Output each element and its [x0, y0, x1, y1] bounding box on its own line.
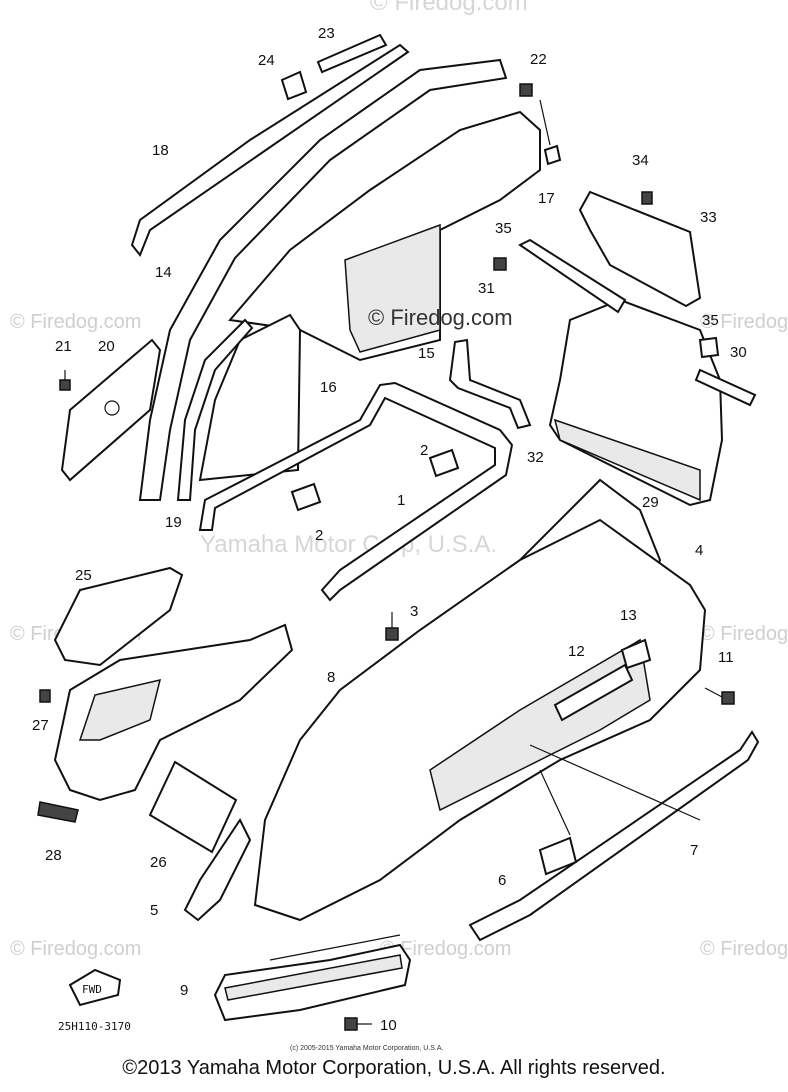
callout-22: 22 — [530, 51, 547, 68]
callout-28: 28 — [45, 847, 62, 864]
callout-13: 13 — [620, 607, 637, 624]
part-8-main-side-cover — [253, 518, 707, 922]
callout-5: 5 — [150, 902, 158, 919]
callout-2: 2 — [315, 527, 323, 544]
part-11-screw — [721, 691, 735, 705]
callout-16: 16 — [320, 379, 337, 396]
part-18-trim-strip — [130, 43, 410, 257]
callout-34: 34 — [632, 152, 649, 169]
part-1-bracket — [198, 381, 514, 602]
part-2-cushion — [428, 448, 460, 478]
fwd-arrow-icon: FWD — [68, 968, 122, 1007]
watermark-firedog: © Firedog.com — [700, 623, 788, 645]
callout-32: 32 — [527, 449, 544, 466]
part-front-cover-grille — [78, 678, 162, 741]
part-2-cushion — [290, 482, 322, 512]
callout-26: 26 — [150, 854, 167, 871]
part-19-trim — [176, 318, 254, 501]
callout-15: 15 — [418, 345, 435, 362]
part-17-clip — [543, 144, 562, 166]
callout-2: 2 — [420, 442, 428, 459]
watermark-firedog-center: © Firedog.com — [368, 305, 513, 330]
copyright-footer: ©2013 Yamaha Motor Corporation, U.S.A. A… — [122, 1057, 666, 1079]
callout-3: 3 — [410, 603, 418, 620]
fwd-label: FWD — [82, 983, 102, 996]
part-13-emblem — [620, 638, 652, 670]
watermark-firedog: © Firedog.com — [380, 938, 511, 960]
part-12-nameplate — [553, 663, 634, 722]
watermark-yamaha: Yamaha Motor Corp, U.S.A. — [200, 531, 497, 558]
callout-27: 27 — [32, 717, 49, 734]
part-20-emblem-plate — [60, 338, 162, 482]
callout-8: 8 — [327, 669, 335, 686]
leader-22-17 — [539, 99, 551, 146]
part-9-grooves — [224, 954, 403, 1001]
callout-18: 18 — [152, 142, 169, 159]
callout-24: 24 — [258, 52, 275, 69]
part-15-panel — [344, 223, 441, 353]
part-10-screw — [344, 1017, 358, 1031]
watermark-firedog: © Firedog.com — [10, 311, 141, 333]
callout-31: 31 — [478, 280, 495, 297]
part-16-inner-cover — [198, 313, 302, 482]
part-14-side-cover-frame — [138, 58, 508, 501]
callout-21: 21 — [55, 338, 72, 355]
part-22-screw — [519, 83, 533, 97]
callout-14: 14 — [155, 264, 172, 281]
callout-6: 6 — [498, 872, 506, 889]
callout-17: 17 — [538, 190, 555, 207]
callout-12: 12 — [568, 643, 585, 660]
watermark-firedog: © Firedog.com — [10, 938, 141, 960]
part-24-pad — [280, 70, 308, 101]
part-28-badge — [37, 801, 79, 823]
drawing-code: 25H110-3170 — [58, 1020, 131, 1033]
callout-19: 19 — [165, 514, 182, 531]
callout-20: 20 — [98, 338, 115, 355]
part-7-trim-strip — [468, 730, 760, 942]
leader-11 — [704, 687, 723, 698]
part-35-bracket-arm — [518, 238, 627, 314]
callout-1: 1 — [397, 492, 405, 509]
callout-35: 35 — [702, 312, 719, 329]
callout-29: 29 — [642, 494, 659, 511]
part-29-grille — [553, 418, 701, 502]
callout-35: 35 — [495, 220, 512, 237]
part-32-stay — [448, 338, 532, 430]
watermark-firedog: © Firedog.com — [700, 938, 788, 960]
callout-25: 25 — [75, 567, 92, 584]
part-34-bolt — [641, 191, 653, 205]
part-31-screw — [493, 257, 507, 271]
part-3-screw — [385, 627, 399, 641]
callout-11: 11 — [718, 649, 734, 666]
watermark-firedog: © Firedog.com — [370, 0, 528, 16]
part-front-cover — [53, 623, 294, 802]
part-5-side-panel-edge — [183, 818, 252, 922]
leader-6 — [539, 769, 571, 836]
callout-23: 23 — [318, 25, 335, 42]
callout-4: 4 — [695, 542, 703, 559]
callout-9: 9 — [180, 982, 188, 999]
part-23-strip — [316, 33, 388, 74]
callout-33: 33 — [700, 209, 717, 226]
small-copyright: (c) 2005-2015 Yamaha Motor Corporation, … — [290, 1045, 443, 1052]
part-25-frame — [53, 566, 184, 667]
watermark-firedog: © Firedog.com — [700, 311, 788, 333]
part-30-rod — [694, 368, 757, 407]
part-6-pad — [538, 836, 578, 876]
leader-7 — [529, 744, 701, 821]
part-26-panel — [148, 760, 238, 854]
part-15-side-cover — [228, 110, 541, 362]
callout-10: 10 — [380, 1017, 397, 1034]
part-20-badge — [104, 400, 120, 416]
callout-30: 30 — [730, 344, 747, 361]
callout-7: 7 — [690, 842, 698, 859]
callout-labels: 1 2 2 3 4 5 6 7 8 9 10 11 12 13 14 15 16… — [32, 25, 747, 1034]
part-27-screw — [39, 689, 51, 703]
part-33-rear-bracket — [578, 190, 702, 308]
leader-9 — [269, 934, 401, 961]
part-35-clip — [698, 336, 720, 359]
part-21-screw — [59, 379, 71, 391]
